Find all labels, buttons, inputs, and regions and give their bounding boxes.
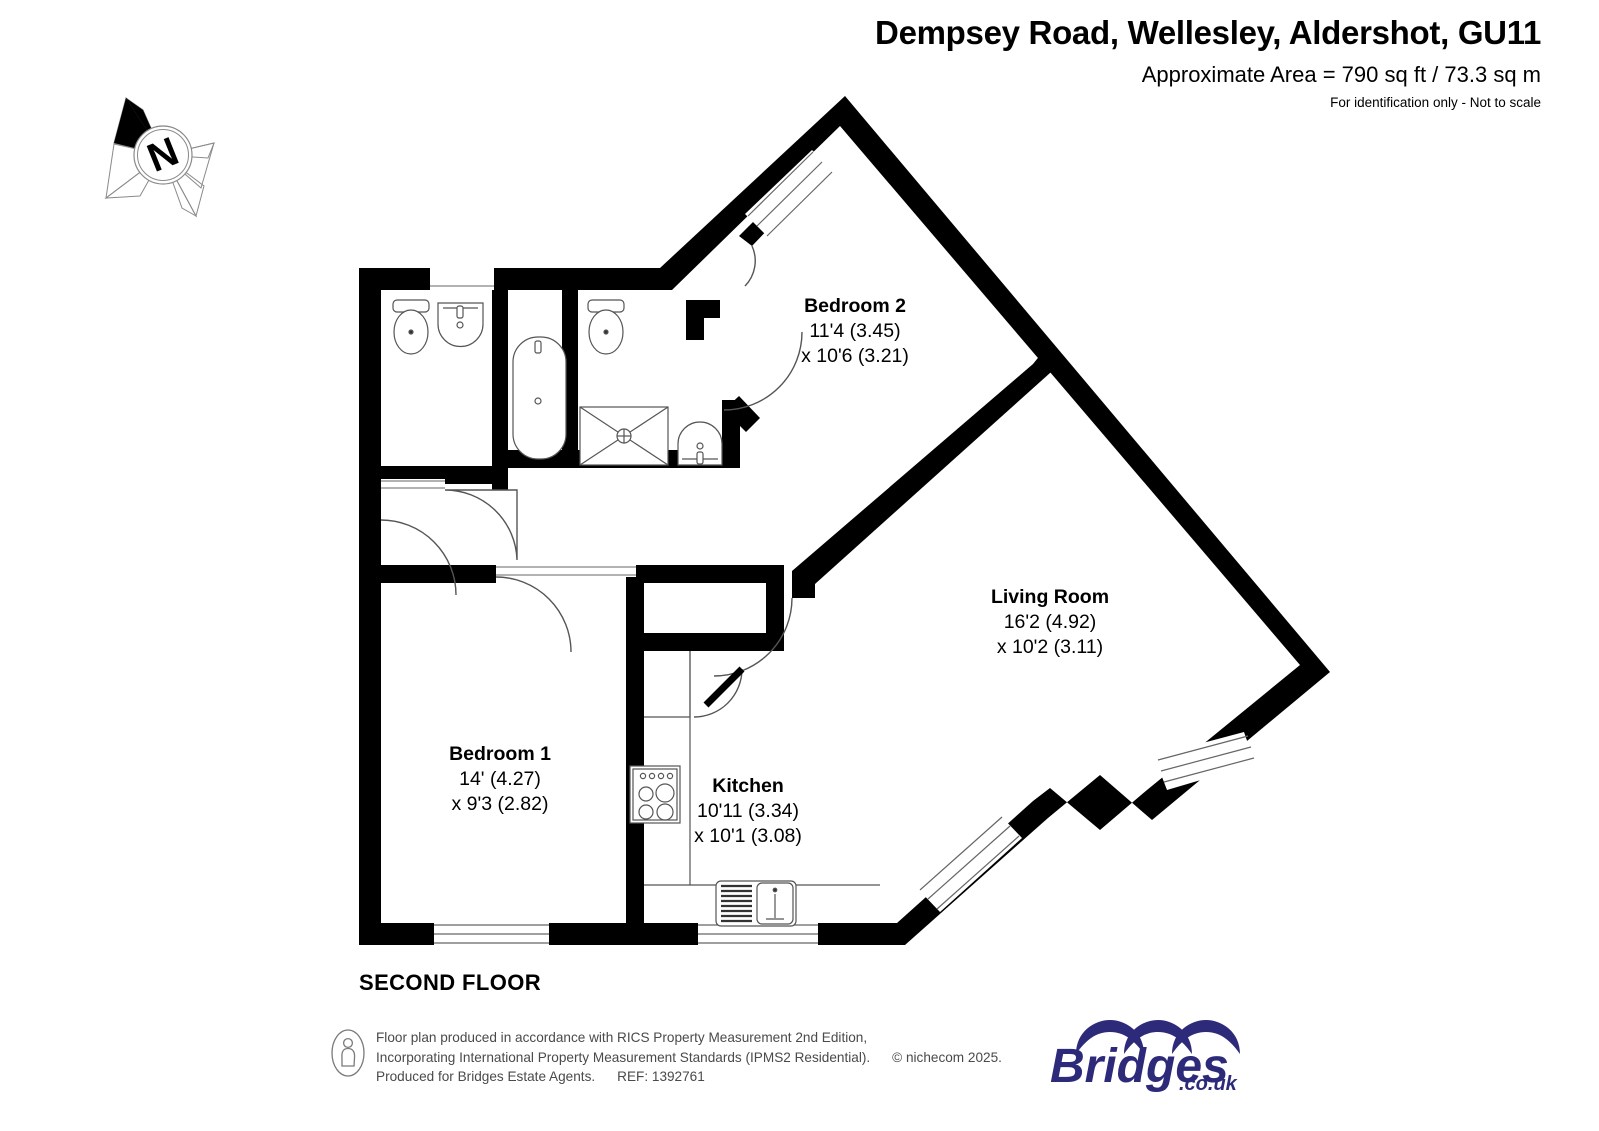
footer-ref: REF: 1392761 [617, 1069, 705, 1085]
room-label-kitchen: Kitchen 10'11 (3.34) x 10'1 (3.08) [603, 774, 893, 848]
person-icon [331, 1029, 365, 1077]
wall-bath-bottom-2 [492, 450, 508, 490]
footer-line-3: Produced for Bridges Estate Agents. [376, 1069, 596, 1085]
window-livingroom-upper-right [1154, 732, 1255, 790]
door-bathroom [444, 489, 518, 561]
shower-tray [579, 406, 669, 466]
wall-left-top [359, 268, 381, 488]
kitchen-sink [715, 880, 797, 927]
wall-bath-right-v [722, 400, 740, 468]
door-leaf-group [703, 666, 745, 708]
room-label-bedroom2: Bedroom 2 11'4 (3.45) x 10'6 (3.21) [700, 294, 1010, 368]
bathtub [512, 336, 567, 460]
footer: Floor plan produced in accordance with R… [330, 1028, 1002, 1087]
wall-bath-top-1 [381, 268, 493, 290]
kitchen-worktop [644, 651, 880, 886]
door-livingroom [713, 597, 793, 677]
room-dim1-kitchen: 10'11 (3.34) [696, 799, 799, 822]
door-kitchen-cupboard [693, 668, 743, 718]
wall-kitchen-stub [766, 565, 784, 651]
toilet-wc [392, 299, 430, 355]
window-kitchen-bottom [698, 923, 818, 945]
wall-bath-divider-v2 [562, 290, 578, 465]
footer-copyright: © nichecom 2025. [892, 1049, 1002, 1065]
room-label-livingroom: Living Room 16'2 (4.92) x 10'2 (3.11) [895, 585, 1205, 659]
room-dim1-bedroom2: 11'4 (3.45) [809, 319, 901, 342]
wall-jamb-bed2-door-b [739, 213, 773, 246]
wall-bath-bottom-left [359, 466, 381, 490]
wall-diagonal-bed2-living [792, 348, 1060, 598]
disclaimer-text: For identification only - Not to scale [1330, 94, 1541, 110]
window-hall-opening [496, 565, 636, 577]
door-leaf-kitchen-cupboard [703, 666, 745, 708]
room-dim2-kitchen: x 10'1 (3.08) [694, 824, 802, 847]
footer-line-3-wrap: Produced for Bridges Estate Agents. REF: … [376, 1067, 1002, 1087]
room-name-livingroom: Living Room [990, 586, 1110, 608]
page-title: Dempsey Road, Wellesley, Aldershot, GU11 [875, 14, 1541, 51]
door-bedroom1 [495, 576, 572, 653]
door-bed2-inner [744, 245, 756, 287]
room-name-bedroom1: Bedroom 1 [449, 743, 551, 765]
compass-rose: N [96, 88, 231, 223]
bridges-logo-icon: Bridges .co.uk [1050, 1020, 1240, 1095]
room-dim2-bedroom2: x 10'6 (3.21) [801, 344, 909, 367]
room-label-bedroom1: Bedroom 1 14' (4.27) x 9'3 (2.82) [345, 742, 655, 816]
toilet-bathroom [587, 299, 625, 355]
brand-domain: .co.uk [1179, 1073, 1238, 1092]
compass-icon: N [104, 96, 215, 218]
room-dim1-livingroom: 16'2 (4.92) [1003, 610, 1097, 633]
footer-line-2: Incorporating International Property Mea… [376, 1049, 871, 1065]
wall-hall-top-3 [636, 565, 782, 583]
room-dim1-bedroom1: 14' (4.27) [459, 767, 541, 790]
room-dim2-bedroom1: x 9'3 (2.82) [451, 792, 549, 815]
wall-bath-divider-v1 [492, 290, 508, 465]
door-wc [380, 519, 457, 596]
wall-jamb-living-entry [792, 571, 815, 598]
wall-kitchen-top [644, 633, 784, 651]
window-livingroom-lower-left [917, 815, 1022, 912]
footer-text-block: Floor plan produced in accordance with R… [376, 1028, 1002, 1087]
window-bedroom2-diagonal [745, 150, 836, 238]
header: Dempsey Road, Wellesley, Aldershot, GU11… [875, 14, 1541, 110]
floor-caption: SECOND FLOOR [359, 970, 542, 995]
footer-line-1: Floor plan produced in accordance with R… [376, 1030, 868, 1045]
approximate-area-text: Approximate Area = 790 sq ft / 73.3 sq m [1141, 61, 1541, 87]
wall-hall-top-1 [381, 565, 488, 583]
window-bedroom1-bottom [434, 923, 549, 945]
window-bathroom-bottom-left [381, 479, 445, 490]
room-dim2-livingroom: x 10'2 (3.11) [996, 635, 1104, 658]
room-name-kitchen: Kitchen [712, 775, 784, 797]
kitchen-cupboard [644, 651, 691, 718]
wall-bath-bottom-3 [508, 450, 738, 468]
basin-bathroom [677, 421, 723, 466]
wall-hall-top-2 [486, 565, 496, 583]
bridges-arches-icon [1076, 1020, 1240, 1054]
brand-name: Bridges [1050, 1040, 1229, 1092]
wall-bath-top-3 [508, 268, 672, 290]
basin-wc [437, 302, 484, 348]
brand-logo: Bridges .co.uk [1036, 1014, 1251, 1095]
wall-bed2-entry-stub [724, 396, 760, 432]
room-name-bedroom2: Bedroom 2 [804, 295, 906, 317]
window-bathroom-top [430, 268, 494, 290]
wall-bath-top-2 [494, 268, 506, 290]
wall-bath-bottom-1 [381, 466, 494, 484]
footer-line-2-wrap: Incorporating International Property Mea… [376, 1048, 1002, 1068]
